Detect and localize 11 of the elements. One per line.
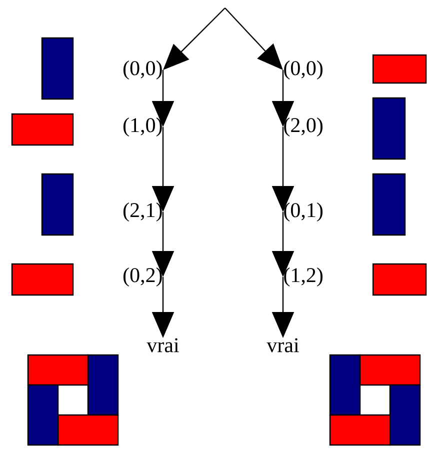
state-label: (0,2) — [123, 267, 162, 287]
state-label: (0,1) — [284, 202, 322, 222]
state-label: (0,0) — [123, 60, 162, 80]
state-label: (1,0) — [123, 117, 162, 137]
arrow — [163, 8, 226, 70]
state-label: (2,0) — [284, 117, 322, 137]
state-label: vrai — [146, 338, 179, 352]
state-label: (2,1) — [123, 202, 162, 222]
state-label: (1,2) — [284, 267, 322, 287]
state-label: vrai — [266, 338, 299, 352]
state-label: (0,0) — [284, 60, 322, 80]
